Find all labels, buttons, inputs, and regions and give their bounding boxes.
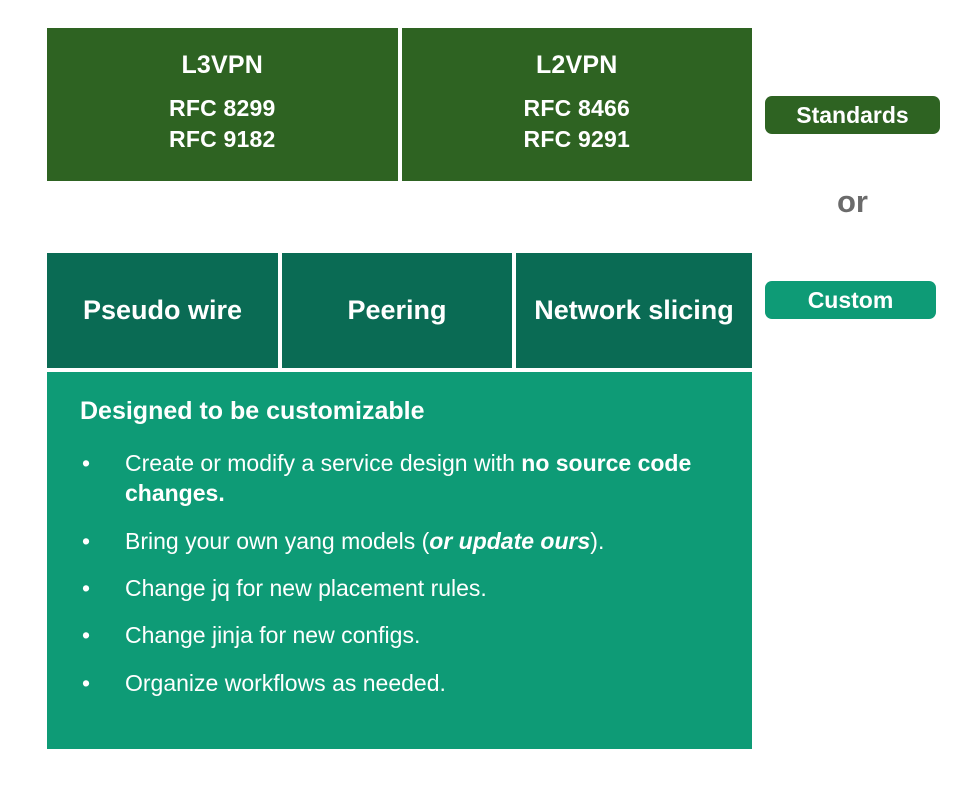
bullet-text-run: Organize workflows as needed. [125, 669, 446, 696]
bullet-item: • Create or modify a service design with … [80, 448, 726, 509]
standards-cell-rfc: RFC 9291 [523, 125, 630, 152]
standards-cell-rfc: RFC 8299 [169, 95, 276, 122]
custom-table: Pseudo wire Peering Network slicing Desi… [47, 253, 752, 749]
bullet-text: Change jq for new placement rules. [125, 575, 487, 601]
bullet-text: Create or modify a service design with n… [125, 450, 691, 506]
bullet-text: Organize workflows as needed. [125, 670, 446, 696]
custom-table-header-row: Pseudo wire Peering Network slicing [47, 253, 752, 368]
custom-body-title: Designed to be customizable [80, 397, 425, 425]
bullet-dot-icon: • [82, 450, 91, 476]
bullet-item: • Change jq for new placement rules. [80, 573, 726, 603]
custom-table-body: Designed to be customizable • Create or m… [47, 372, 752, 749]
standards-cell-title: L2VPN [535, 50, 618, 79]
standards-cell-l3vpn[interactable]: L3VPN RFC 8299 RFC 9182 [47, 28, 398, 181]
standards-cell-title: L3VPN [181, 50, 264, 79]
bullet-text-run: Change jinja for new configs. [125, 622, 421, 649]
bullet-dot-icon: • [82, 527, 91, 554]
bullet-text-run: ). [590, 527, 605, 554]
custom-header-pseudo-wire[interactable]: Pseudo wire [47, 253, 278, 368]
bullet-item: • Bring your own yang models (or update o… [80, 526, 726, 556]
bullet-text-run: no source code changes. [125, 450, 692, 507]
custom-badge[interactable]: Custom [765, 281, 936, 319]
standards-table: L3VPN RFC 8299 RFC 9182 L2VPN RFC 8466 R… [47, 28, 752, 181]
bullet-text: Change jinja for new configs. [125, 622, 420, 648]
bullet-text-run: Bring your own yang models ( [125, 527, 430, 554]
bullet-item: • Organize workflows as needed. [80, 668, 726, 698]
custom-body-bullet-list: • Create or modify a service design with … [80, 448, 726, 698]
bullet-text-run: Create or modify a service design with [125, 450, 522, 476]
bullet-dot-icon: • [82, 669, 91, 696]
bullet-text: Bring your own yang models (or update ou… [125, 528, 604, 554]
bullet-text-run: or update ours [429, 527, 591, 554]
bullet-dot-icon: • [82, 622, 91, 649]
bullet-item: • Change jinja for new configs. [80, 620, 726, 650]
bullet-dot-icon: • [82, 575, 91, 602]
bullet-text-run: Change jq for new placement rules. [125, 575, 487, 602]
custom-header-peering[interactable]: Peering [282, 253, 512, 368]
standards-cell-rfc: RFC 8466 [523, 95, 630, 122]
or-connector-label: or [837, 184, 868, 219]
custom-header-network-slicing[interactable]: Network slicing [516, 253, 752, 368]
standards-cell-rfc: RFC 9182 [169, 125, 276, 152]
standards-cell-l2vpn[interactable]: L2VPN RFC 8466 RFC 9291 [401, 28, 752, 181]
standards-badge[interactable]: Standards [765, 96, 940, 134]
